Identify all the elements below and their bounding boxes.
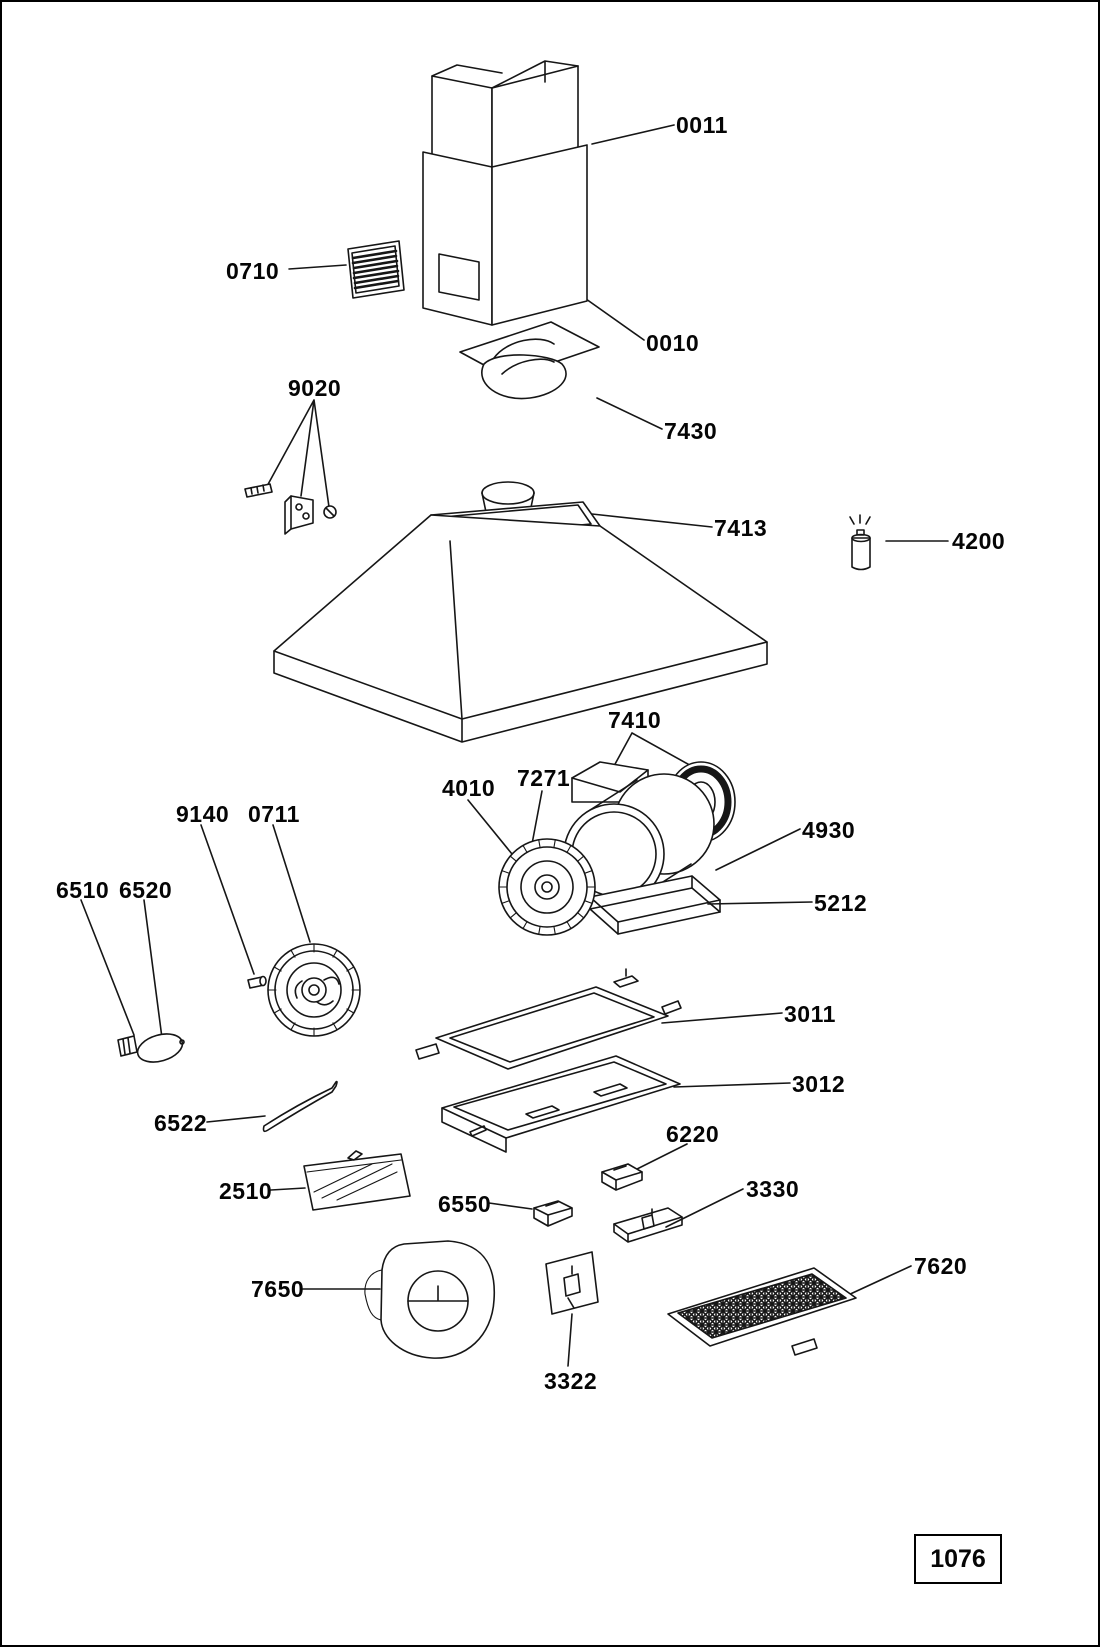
part-label-9020: 9020	[288, 375, 342, 401]
part-label-9140: 9140	[176, 801, 230, 827]
part-label-7620: 7620	[914, 1253, 968, 1279]
part-drawing-mounting-hardware	[244, 483, 337, 535]
part-drawing-lamp-lens	[303, 1150, 411, 1211]
part-drawing-vent-grille	[347, 240, 405, 299]
part-drawing-damper	[459, 321, 600, 400]
part-label-0710: 0710	[226, 258, 280, 284]
part-label-3012: 3012	[792, 1071, 846, 1097]
part-drawing-panel	[415, 968, 682, 1070]
part-drawing-lens-strip	[262, 1080, 338, 1133]
part-label-0010: 0010	[646, 330, 700, 356]
part-drawing-plate-3322	[545, 1251, 599, 1315]
part-drawing-blower-assembly	[498, 761, 736, 936]
page-number-box: 1076	[914, 1534, 1002, 1584]
part-label-6220: 6220	[666, 1121, 720, 1147]
part-label-7650: 7650	[251, 1276, 305, 1302]
part-label-4010: 4010	[442, 775, 496, 801]
part-label-0011: 0011	[676, 112, 728, 138]
part-label-2510: 2510	[219, 1178, 273, 1204]
part-label-4200: 4200	[952, 528, 1006, 554]
part-label-3330: 3330	[746, 1176, 800, 1202]
part-label-7430: 7430	[664, 418, 718, 444]
part-drawing-hood-canopy	[273, 481, 768, 743]
leader-lines	[80, 124, 949, 1367]
part-drawing-spray-can	[849, 514, 871, 571]
part-label-3322: 3322	[544, 1368, 598, 1394]
part-label-4930: 4930	[802, 817, 856, 843]
part-drawing-chimney-duct	[422, 60, 588, 326]
part-label-5212: 5212	[814, 890, 868, 916]
part-label-6510: 6510	[56, 877, 110, 903]
part-label-0711: 0711	[248, 801, 300, 827]
part-label-7410: 7410	[608, 707, 662, 733]
part-label-6520: 6520	[119, 877, 173, 903]
part-drawing-panel-frame	[441, 1055, 681, 1153]
part-label-6550: 6550	[438, 1191, 492, 1217]
part-drawing-blower-wheel	[267, 943, 361, 1037]
part-drawing-fastener-nut	[247, 975, 267, 989]
part-drawing-clip-6550	[533, 1200, 573, 1227]
part-drawing-clip-6220	[601, 1163, 643, 1191]
part-label-7413: 7413	[714, 515, 768, 541]
part-label-6522: 6522	[154, 1110, 208, 1136]
part-drawing-blower-housing	[364, 1240, 496, 1359]
part-drawing-bracket-3330	[613, 1207, 683, 1243]
part-drawing-grease-filter	[667, 1267, 857, 1356]
page-number: 1076	[930, 1544, 986, 1573]
part-label-7271: 7271	[517, 765, 571, 791]
part-drawing-light-bulb	[117, 1033, 185, 1063]
part-label-3011: 3011	[784, 1001, 836, 1027]
